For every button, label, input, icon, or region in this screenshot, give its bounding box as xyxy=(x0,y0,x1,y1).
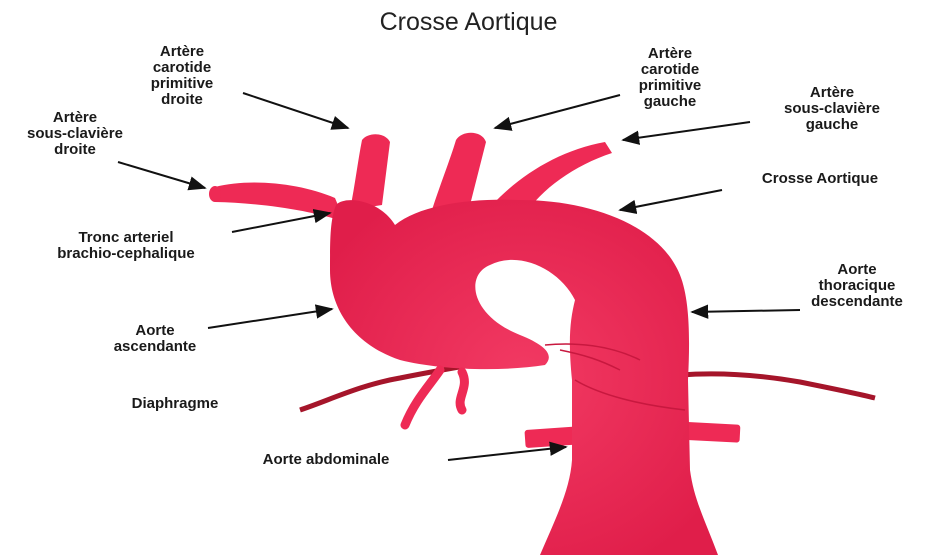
label-crosse-aortique: Crosse Aortique xyxy=(720,171,920,187)
label-carotide-droite: Artère carotide primitive droite xyxy=(112,44,252,108)
arrow-thoracique xyxy=(692,310,800,312)
label-tronc-brachio-cephalique: Tronc arteriel brachio-cephalique xyxy=(6,230,246,262)
arrow-sous-claviere-droite xyxy=(118,162,205,188)
arrow-aorte-ascendante xyxy=(208,309,332,328)
arrow-sous-claviere-gauche xyxy=(623,122,750,140)
label-carotide-gauche: Artère carotide primitive gauche xyxy=(600,46,740,110)
arrow-tronc xyxy=(232,213,330,232)
right-carotid-artery xyxy=(350,134,390,210)
label-aorte-abdominale: Aorte abdominale xyxy=(196,452,456,468)
label-aorte-thoracique: Aorte thoracique descendante xyxy=(782,262,932,310)
right-subclavian-artery xyxy=(215,183,345,222)
left-carotid-artery xyxy=(432,133,486,210)
label-diaphragme: Diaphragme xyxy=(110,396,240,412)
label-aorte-ascendante: Aorte ascendante xyxy=(90,323,220,355)
aortic-arch xyxy=(330,200,718,555)
label-sous-claviere-droite: Artère sous-clavière droite xyxy=(0,110,150,158)
label-sous-claviere-gauche: Artère sous-clavière gauche xyxy=(757,85,907,133)
arrow-carotide-droite xyxy=(243,93,348,128)
arrow-aorte-abdominale xyxy=(448,447,566,460)
arrow-crosse xyxy=(620,190,722,210)
coronary-vessels xyxy=(405,370,464,425)
